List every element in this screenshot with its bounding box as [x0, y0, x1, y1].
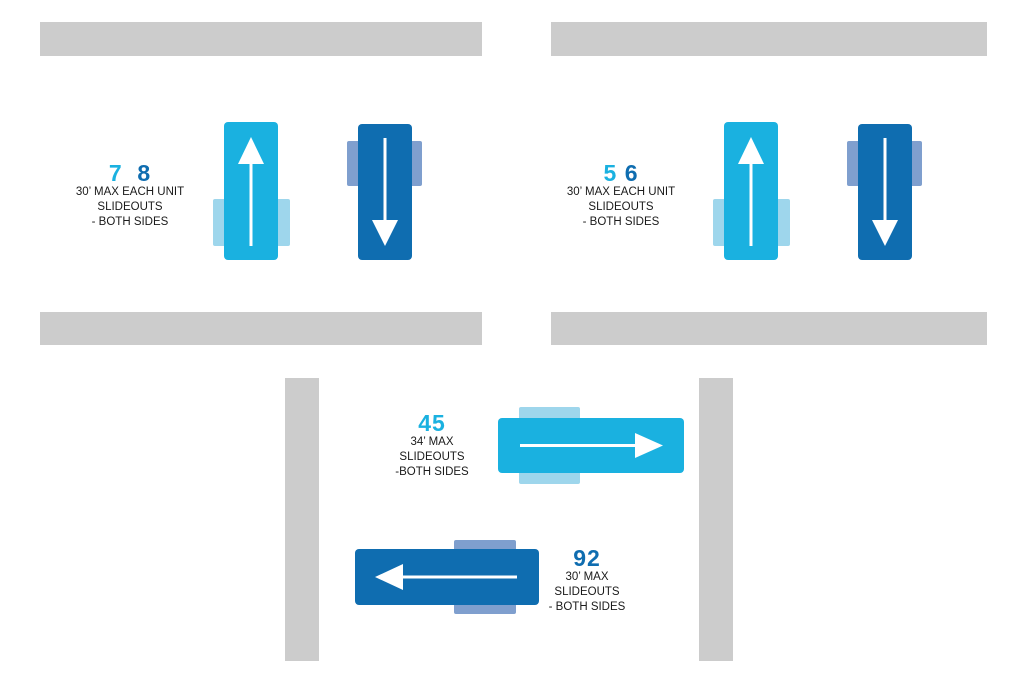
road-top-right	[551, 22, 987, 56]
road-vertical-left	[285, 378, 319, 661]
site-numbers: 7 8	[50, 161, 210, 185]
arrow-left-icon	[375, 564, 517, 590]
max-length-text: 30’ MAX EACH UNIT	[75, 186, 185, 198]
slideouts-text: SLIDEOUTS	[554, 586, 620, 598]
arrow-up-icon	[238, 137, 264, 246]
rv-unit-site-5	[724, 122, 778, 260]
rv-unit-site-7	[224, 122, 278, 260]
max-length-text: 34’ MAX	[410, 436, 454, 448]
site-numbers: 5 6	[541, 161, 701, 185]
site-number-92: 92	[573, 545, 601, 571]
rv-unit-site-8	[358, 124, 412, 260]
site-45-label: 45 34’ MAX SLIDEOUTS -BOTH SIDES	[372, 411, 492, 480]
arrow-down-icon	[872, 138, 898, 246]
max-length-text: 30’ MAX	[565, 571, 609, 583]
slideouts-text: SLIDEOUTS	[97, 201, 163, 213]
road-middle-left	[40, 312, 482, 345]
arrow-down-icon	[372, 138, 398, 246]
max-length-text: 30’ MAX EACH UNIT	[566, 186, 676, 198]
slideouts-text: SLIDEOUTS	[588, 201, 654, 213]
site-7-8-label: 7 8 30’ MAX EACH UNIT SLIDEOUTS - BOTH S…	[50, 161, 210, 230]
road-vertical-right	[699, 378, 733, 661]
rv-unit-site-92	[355, 549, 539, 605]
site-number-8: 8	[137, 160, 152, 186]
slideouts-text: SLIDEOUTS	[399, 451, 465, 463]
site-number-7: 7	[108, 160, 123, 186]
site-number-6: 6	[624, 160, 639, 186]
site-92-label: 92 30’ MAX SLIDEOUTS - BOTH SIDES	[527, 546, 647, 615]
both-sides-text: - BOTH SIDES	[548, 601, 626, 613]
arrow-up-icon	[738, 137, 764, 246]
site-number-5: 5	[603, 160, 618, 186]
both-sides-text: -BOTH SIDES	[395, 466, 469, 478]
both-sides-text: - BOTH SIDES	[91, 216, 169, 228]
road-top-left	[40, 22, 482, 56]
site-number-45: 45	[418, 410, 446, 436]
both-sides-text: - BOTH SIDES	[582, 216, 660, 228]
rv-unit-site-45	[498, 418, 684, 473]
site-5-6-label: 5 6 30’ MAX EACH UNIT SLIDEOUTS - BOTH S…	[541, 161, 701, 230]
rv-unit-site-6	[858, 124, 912, 260]
road-middle-right	[551, 312, 987, 345]
arrow-right-icon	[520, 433, 663, 458]
